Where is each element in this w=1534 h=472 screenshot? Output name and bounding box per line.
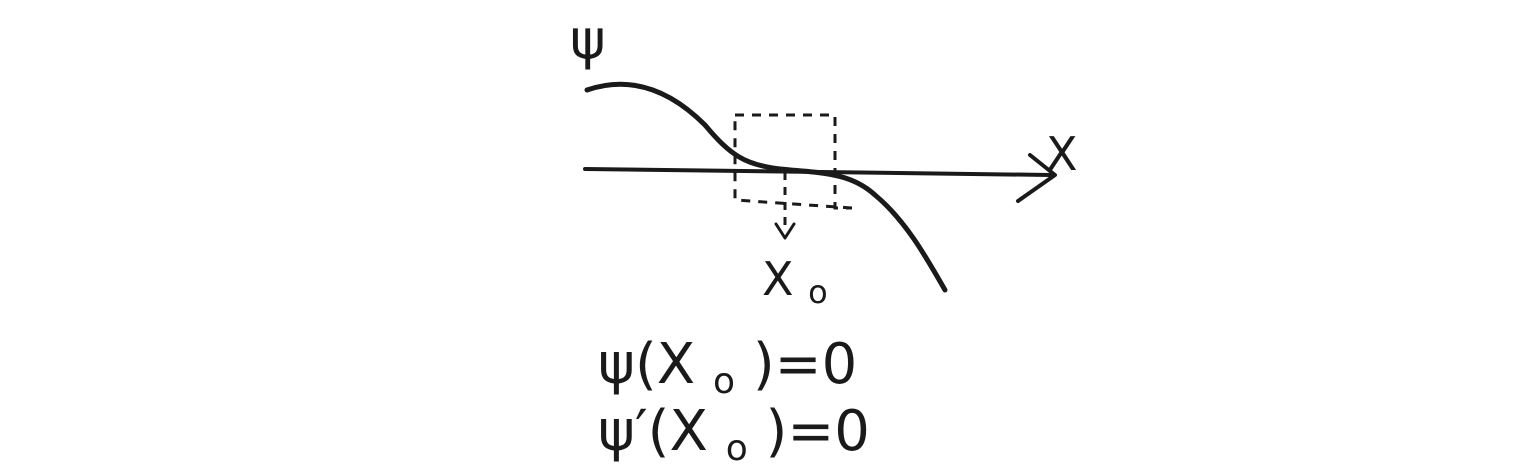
zoom-box: [733, 113, 853, 210]
y-axis-label: ψ: [570, 8, 606, 71]
equation-1-lhs: ψ(X: [598, 332, 695, 397]
zero-point-label-main: X: [762, 252, 794, 306]
equation-1-rhs: )=0: [753, 332, 857, 397]
x-axis-label: X: [1046, 127, 1078, 181]
zero-pointer-arrowhead: [774, 222, 796, 240]
equation-2-lhs: ψ′(X: [598, 399, 708, 464]
wavefunction-curve: [584, 81, 948, 293]
equation-2-sub: o: [726, 428, 748, 469]
zero-point-label: X o: [762, 252, 828, 311]
equation-1-sub: o: [713, 361, 735, 402]
equation-psi-zero: ψ(X o )=0: [598, 332, 857, 407]
x-axis-arrowhead: [1016, 153, 1057, 203]
equation-psi-prime-zero: ψ′(X o )=0: [598, 399, 870, 472]
zero-point-label-sub: o: [808, 273, 828, 311]
equation-2-rhs: )=0: [766, 399, 870, 464]
